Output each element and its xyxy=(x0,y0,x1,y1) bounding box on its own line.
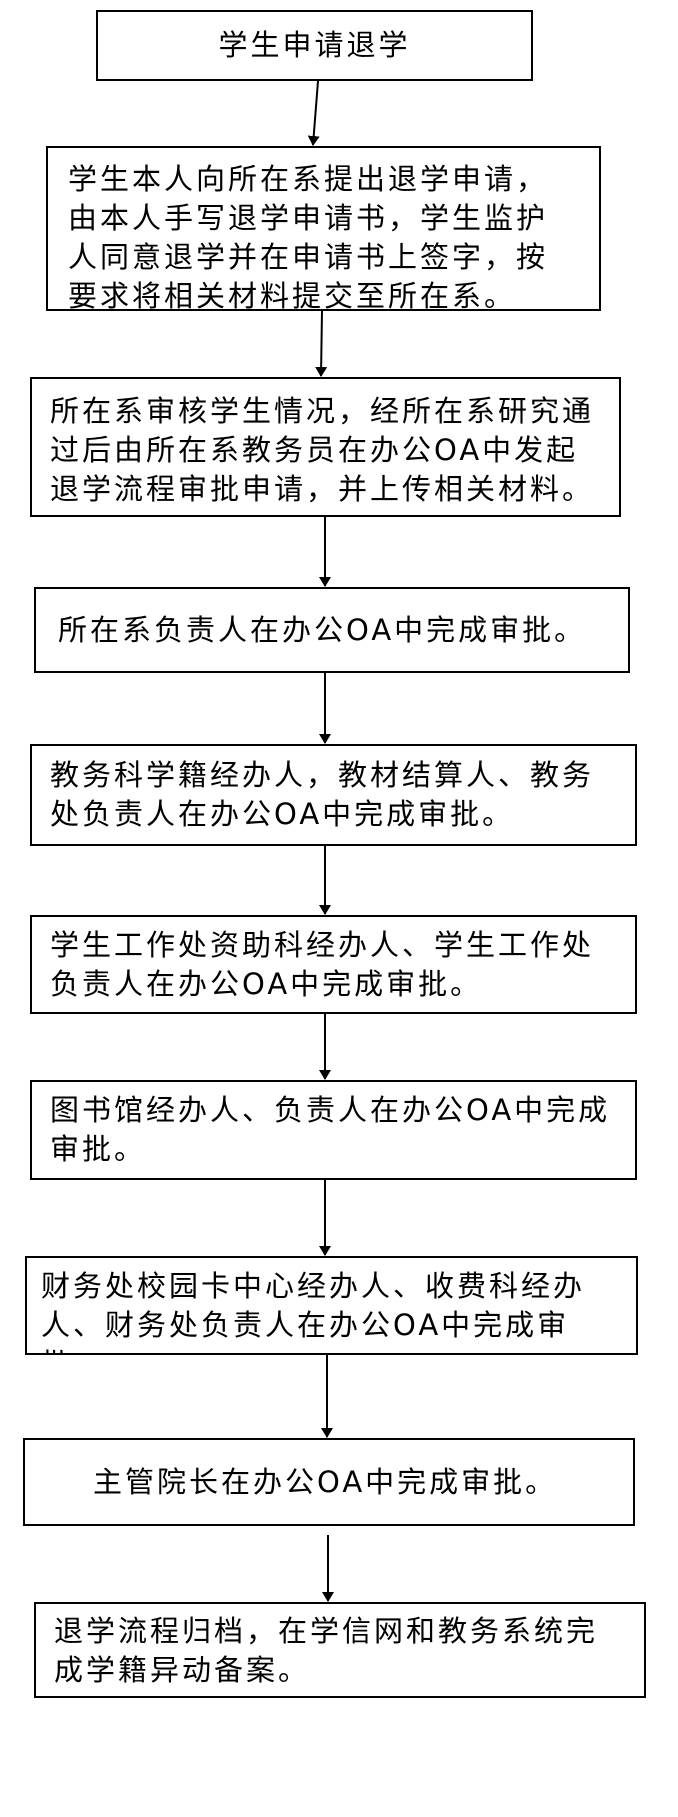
step-8-box: 财务处校园卡中心经办人、收费科经办人、财务处负责人在办公OA中完成审批。 xyxy=(25,1256,638,1355)
step-10-box: 退学流程归档，在学信网和教务系统完成学籍异动备案。 xyxy=(34,1602,646,1698)
step-5-box: 教务科学籍经办人，教材结算人、教务处负责人在办公OA中完成审批。 xyxy=(30,744,637,846)
step-6-box: 学生工作处资助科经办人、学生工作处负责人在办公OA中完成审批。 xyxy=(30,915,637,1014)
arrow-1-to-2 xyxy=(307,80,320,146)
step-7-box: 图书馆经办人、负责人在办公OA中完成审批。 xyxy=(30,1080,637,1180)
step-9-box: 主管院长在办公OA中完成审批。 xyxy=(23,1438,635,1526)
arrow-2-to-3 xyxy=(315,310,328,377)
step-1-box: 学生申请退学 xyxy=(96,10,533,81)
step-3-box: 所在系审核学生情况，经所在系研究通过后由所在系教务员在办公OA中发起退学流程审批… xyxy=(30,377,621,517)
step-2-box: 学生本人向所在系提出退学申请，由本人手写退学申请书，学生监护人同意退学并在申请书… xyxy=(46,146,601,311)
step-4-box: 所在系负责人在办公OA中完成审批。 xyxy=(34,587,630,673)
